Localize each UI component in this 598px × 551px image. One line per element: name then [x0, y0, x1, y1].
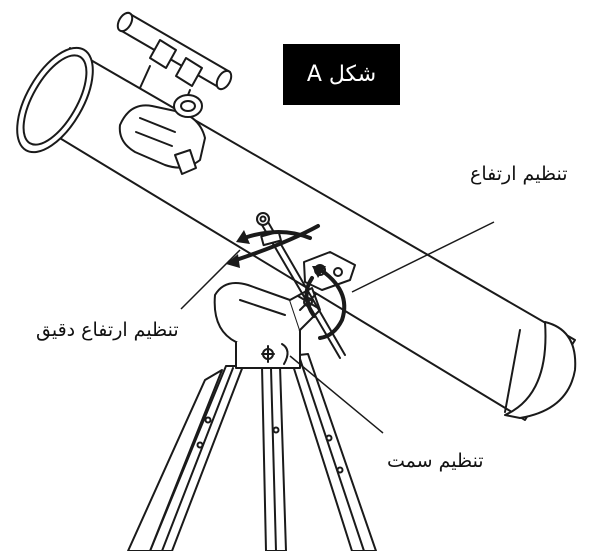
figure-badge: شکل A	[283, 44, 400, 105]
tripod-legs	[128, 354, 376, 551]
label-fine-altitude-adjust: تنظیم ارتفاع دقیق	[36, 321, 179, 340]
label-altitude-adjust: تنظیم ارتفاع	[470, 165, 568, 184]
label-azimuth-adjust: تنظیم سمت	[387, 452, 484, 471]
